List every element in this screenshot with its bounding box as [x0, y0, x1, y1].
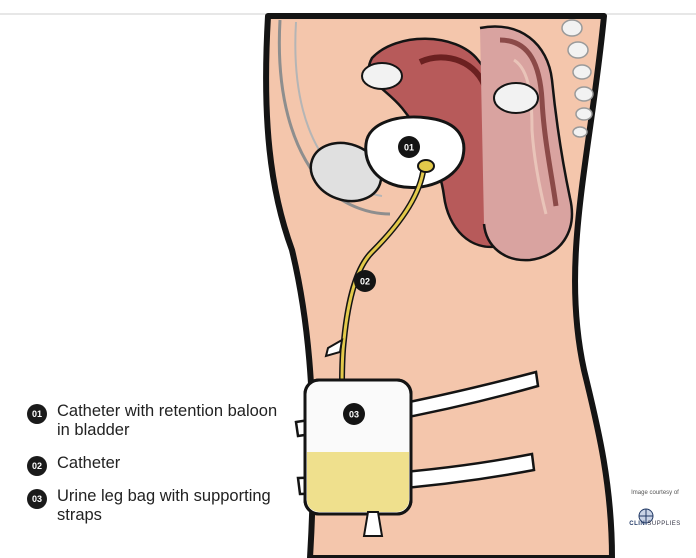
- legend-item: 03 Urine leg bag with supporting straps: [27, 487, 287, 525]
- urine-level: [307, 452, 409, 512]
- callout-03-label: 03: [349, 410, 359, 420]
- legend-item: 02 Catheter: [27, 454, 287, 473]
- legend-number: 01: [27, 404, 47, 424]
- ovary-right: [494, 83, 538, 113]
- legend-number: 03: [27, 489, 47, 509]
- legend-text: Catheter: [57, 454, 287, 473]
- image-courtesy: Image courtesy of CLINISUPPLIES: [620, 490, 690, 527]
- callout-01-label: 01: [404, 143, 414, 153]
- callout-02-label: 02: [360, 277, 370, 287]
- brand-name-rest: SUPPLIES: [647, 521, 680, 527]
- legend-text: Catheter with retention baloon in bladde…: [57, 402, 287, 440]
- retention-balloon: [418, 160, 434, 172]
- legend-item: 01 Catheter with retention baloon in bla…: [27, 402, 287, 440]
- legend-text: Urine leg bag with supporting straps: [57, 487, 287, 525]
- legend: 01 Catheter with retention baloon in bla…: [27, 402, 287, 539]
- bag-outlet: [364, 512, 382, 536]
- brand-name-bold: CLINI: [629, 521, 647, 527]
- ovary-left: [362, 63, 402, 89]
- brand-name: CLINISUPPLIES: [620, 521, 690, 527]
- legend-number: 02: [27, 456, 47, 476]
